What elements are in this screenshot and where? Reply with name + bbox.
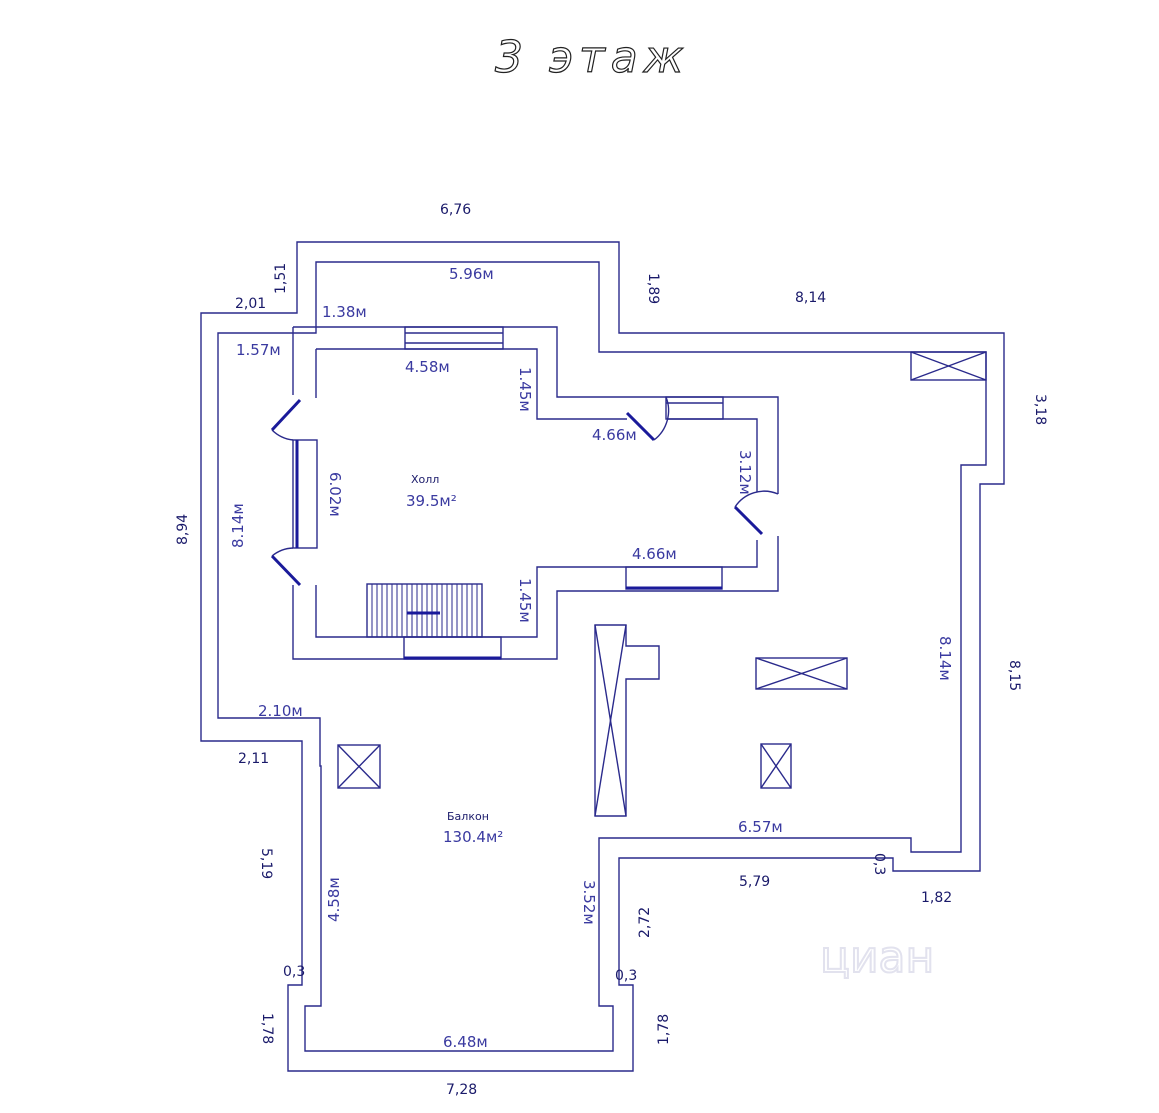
dim-outer-right-niche-w: 0,3 [615, 968, 637, 984]
column-long [594, 624, 660, 817]
staircase [366, 583, 483, 638]
dim-outer-left: 8,94 [175, 514, 191, 545]
dim-outer-top-right: 8,14 [795, 290, 826, 306]
dim-outer-left-niche-h: 1,78 [259, 1013, 275, 1044]
dim-outer-right-lower: 8,15 [1006, 660, 1022, 691]
window-hall-right-bottom [625, 566, 723, 590]
dim-inner-top-left: 1.38м [322, 303, 367, 321]
window-hall-bottom [403, 636, 502, 660]
shaft-top-right [910, 351, 987, 381]
dim-inner-balcony-left: 4.58м [325, 877, 343, 922]
dim-outer-bottom: 7,28 [446, 1082, 477, 1098]
dim-outer-top: 6,76 [440, 202, 471, 218]
outer-wall [200, 241, 1005, 1072]
room-name-balcony: Балкон [447, 810, 489, 823]
window-hall-top [404, 326, 504, 350]
dim-inner-hall-right-bottom: 4.66м [632, 545, 677, 563]
hall-outer-wall [292, 326, 779, 660]
dim-outer-right-niche-h: 1,78 [656, 1014, 672, 1045]
shaft-left [337, 744, 381, 789]
dim-inner-hall-right: 3.12м [736, 450, 754, 495]
dim-inner-hall-step-upper: 1.45м [516, 367, 534, 412]
inner-wall [217, 261, 987, 1052]
dim-outer-left-niche-w: 0,3 [283, 964, 305, 980]
door-hall-right [733, 490, 779, 536]
dim-inner-hall-step-lower: 1.45м [516, 578, 534, 623]
shaft-center [755, 657, 848, 690]
hall-inner-wall [315, 348, 758, 638]
dim-inner-balcony-right: 3.52м [580, 880, 598, 925]
dim-inner-top: 5.96м [449, 265, 494, 283]
door-left-lower [270, 547, 302, 587]
dim-inner-left-mid: 2.10м [258, 702, 303, 720]
dim-outer-bottom-right: 1,82 [921, 890, 952, 906]
dim-outer-inner-step: 2,72 [637, 907, 653, 938]
window-hall-right-top [665, 396, 724, 420]
dim-outer-notch: 0,3 [871, 853, 887, 875]
room-name-hall: Холл [411, 473, 439, 486]
dim-outer-balcony-left: 5,19 [258, 848, 274, 879]
watermark: циан [820, 932, 934, 983]
dim-inner-right-long: 8.14м [936, 636, 954, 681]
dim-inner-hall-left: 6.02м [326, 472, 344, 517]
dim-outer-bottom-mid: 5,79 [739, 874, 770, 890]
room-area-hall: 39.5м² [406, 492, 457, 510]
dim-outer-right-step: 1,89 [645, 273, 661, 304]
room-area-balcony: 130.4м² [443, 828, 503, 846]
dim-inner-balcony-bottom: 6.48м [443, 1033, 488, 1051]
dim-outer-right-upper: 3,18 [1032, 394, 1048, 425]
door-hall-top-right [625, 396, 670, 442]
dim-outer-step-h: 2,01 [235, 296, 266, 312]
floor-title: 3 этаж [495, 32, 689, 83]
dim-inner-balcony-bottom-right: 6.57м [738, 818, 783, 836]
dim-outer-left-step: 2,11 [238, 751, 269, 767]
door-left-upper [270, 398, 302, 441]
shaft-small [760, 743, 792, 789]
dim-outer-step-v: 1,51 [273, 263, 289, 294]
dim-inner-left-upper: 1.57м [236, 341, 281, 359]
dim-inner-hall-top: 4.58м [405, 358, 450, 376]
dim-inner-hall-right-top: 4.66м [592, 426, 637, 444]
dim-inner-left-long: 8.14м [229, 503, 247, 548]
window-hall-left [292, 439, 318, 549]
